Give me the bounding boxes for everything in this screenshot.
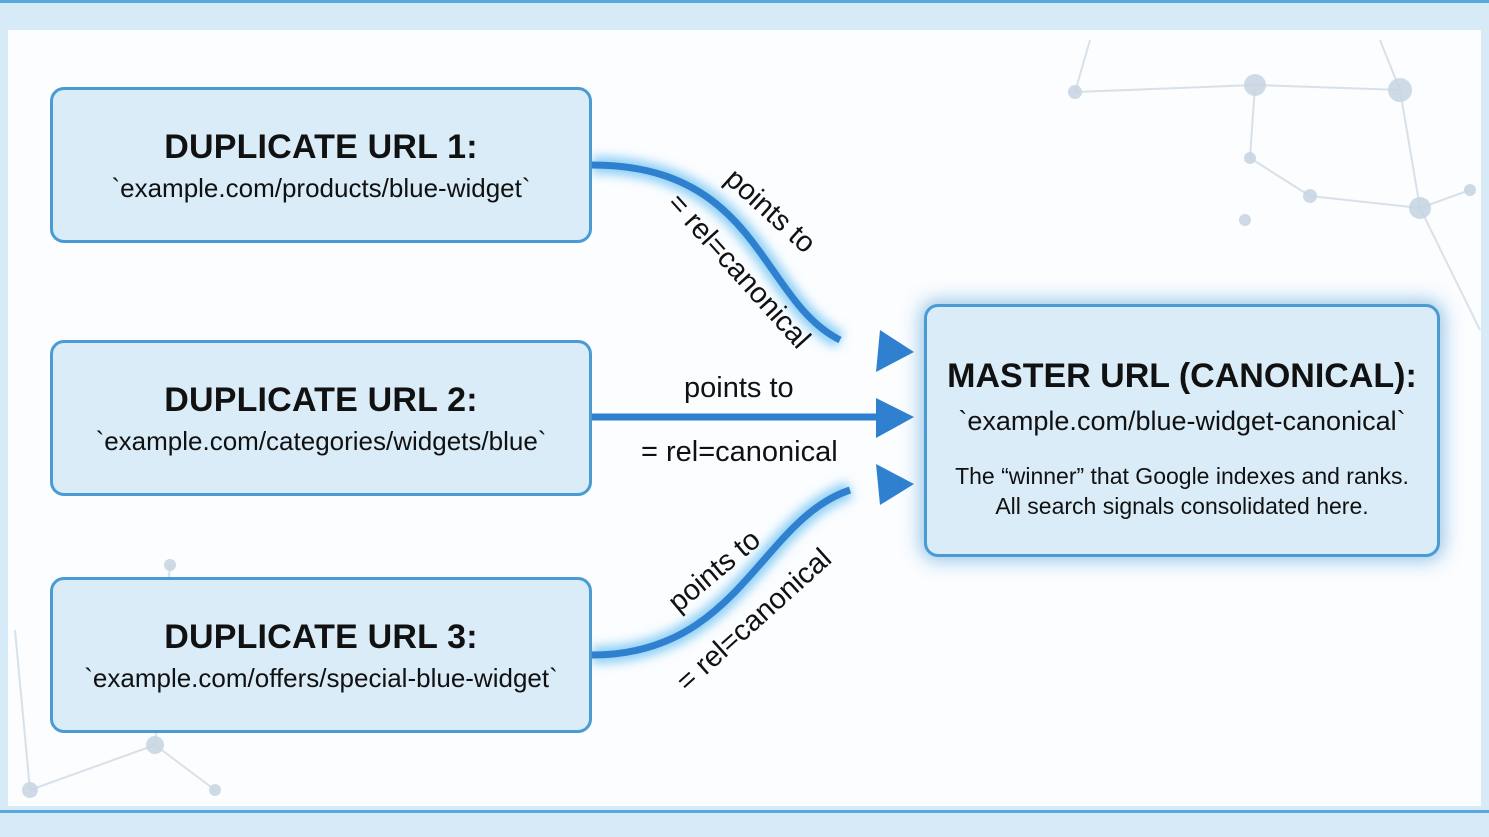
duplicate-url-3-url: `example.com/offers/special-blue-widget`: [84, 663, 558, 693]
edge-3-line: [591, 486, 852, 659]
master-desc-line-1: The “winner” that Google indexes and ran…: [955, 463, 1409, 489]
master-desc-line-2: All search signals consolidated here.: [995, 493, 1369, 519]
master-url-title: MASTER URL (CANONICAL):: [947, 357, 1417, 395]
edge-2-label-top: points to: [684, 372, 794, 404]
edge-1-arrowhead: [876, 330, 914, 372]
duplicate-url-2-box: DUPLICATE URL 2: `example.com/categories…: [50, 340, 592, 496]
duplicate-url-2-url: `example.com/categories/widgets/blue`: [95, 426, 547, 456]
edge-2-arrowhead: [876, 398, 914, 438]
edge-3-arrowhead: [876, 464, 914, 505]
master-url-box: MASTER URL (CANONICAL): `example.com/blu…: [924, 304, 1440, 557]
duplicate-url-1-url: `example.com/products/blue-widget`: [111, 173, 531, 203]
duplicate-url-2-title: DUPLICATE URL 2:: [164, 381, 478, 419]
master-url-url: `example.com/blue-widget-canonical`: [958, 406, 1406, 436]
duplicate-url-1-box: DUPLICATE URL 1: `example.com/products/b…: [50, 87, 592, 243]
duplicate-url-3-box: DUPLICATE URL 3: `example.com/offers/spe…: [50, 577, 592, 733]
top-rule: [0, 0, 1489, 3]
master-url-description: The “winner” that Google indexes and ran…: [927, 461, 1437, 521]
duplicate-url-1-title: DUPLICATE URL 1:: [164, 128, 478, 166]
duplicate-url-3-title: DUPLICATE URL 3:: [164, 618, 478, 656]
bottom-rule: [0, 810, 1489, 813]
edge-2-label-bottom: = rel=canonical: [641, 436, 838, 468]
edge-1-line: [591, 161, 842, 344]
